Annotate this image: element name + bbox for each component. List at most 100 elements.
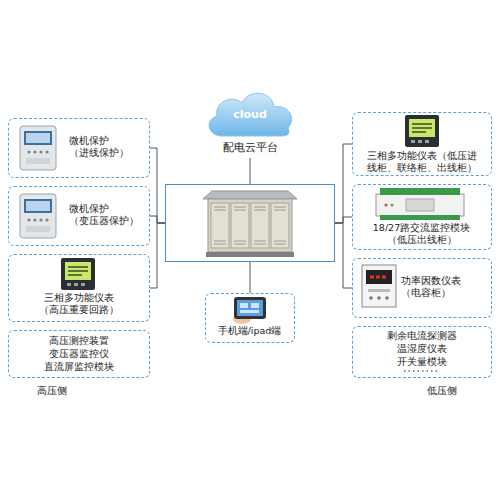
substation-kiosk-part <box>251 203 269 248</box>
substation-kiosk-part <box>211 203 229 248</box>
multifunction-meter-icon-part <box>412 124 432 132</box>
tablet-icon-part <box>234 297 266 319</box>
power-factor-meter-icon-part <box>369 296 373 300</box>
protection-relay-icon <box>20 126 56 170</box>
substation-kiosk-part <box>214 207 286 210</box>
multifunction-meter-icon-part <box>409 119 435 137</box>
multifunction-meter-icon-part <box>65 262 91 280</box>
device-list-box: 剩余电流探测器温湿度仪表开关量模块 <box>352 326 492 378</box>
tablet-icon-part <box>233 314 251 324</box>
node-text: 高压测控装置 <box>9 335 148 347</box>
protection-relay-icon-part <box>45 150 48 153</box>
connector-line <box>335 223 352 288</box>
connector-line <box>335 144 352 223</box>
monitoring-module-icon-part <box>391 204 394 207</box>
device-box: 微机保护（变压器保护） <box>8 186 150 246</box>
connector-line <box>150 148 165 223</box>
substation-kiosk-part <box>214 241 286 244</box>
node-text: 微机保护（变压器保护） <box>69 203 145 228</box>
node-subtext: 直流屏监控模块 <box>9 361 148 373</box>
tablet-icon-part <box>240 303 248 308</box>
multifunction-meter-icon-part <box>67 283 71 286</box>
protection-relay-icon-part <box>27 150 30 153</box>
protection-relay-icon-part <box>45 218 48 221</box>
tablet-icon-part <box>237 300 263 316</box>
power-factor-meter-icon-part <box>377 296 381 300</box>
power-factor-meter-icon-part <box>362 265 396 307</box>
protection-relay-icon-part <box>26 226 50 232</box>
node-text: 三相多功能仪表（低压进线柜、联络柜、出线柜） <box>366 150 478 175</box>
node-text: 手机端/ipad端 <box>206 325 293 337</box>
side-label: 高压侧 <box>20 384 84 398</box>
protection-relay-icon <box>20 194 56 238</box>
cloud-platform: cloud 配电云平台 <box>200 86 300 158</box>
node-subtext: 配电云平台 <box>200 141 300 155</box>
device-box: 18/27路交流监控模块（低压出线柜） <box>352 184 492 250</box>
continuation-dots <box>404 371 440 372</box>
multifunction-meter-icon <box>61 258 95 290</box>
monitoring-module-icon-part <box>376 194 464 216</box>
node-subtext: 开关量模块 <box>353 356 490 368</box>
protection-relay-icon-part <box>20 194 56 238</box>
protection-relay-icon-part <box>26 133 50 143</box>
multifunction-meter-icon-part <box>81 283 85 286</box>
multifunction-meter-icon-part <box>411 140 415 143</box>
protection-relay-icon-part <box>27 218 30 221</box>
device-box: 微机保护（进线保护） <box>8 118 150 178</box>
protection-relay-icon-part <box>24 131 52 145</box>
connector-line <box>250 158 251 184</box>
node-text: 功率因数仪表（电容柜） <box>401 275 487 300</box>
side-label: 低压侧 <box>410 384 474 398</box>
tablet-icon-part <box>240 310 259 313</box>
multifunction-meter-icon-part <box>61 258 95 290</box>
substation-kiosk-part <box>203 191 297 199</box>
power-factor-meter-icon-part <box>385 296 389 300</box>
protection-relay-icon-part <box>24 199 52 213</box>
substation-box <box>165 184 335 262</box>
monitoring-module-icon-part <box>380 215 460 220</box>
device-box: 三相多功能仪表（高压重要回路） <box>8 254 150 322</box>
node-text: 18/27路交流监控模块（低压出线柜） <box>356 222 487 247</box>
multifunction-meter-icon <box>405 115 439 147</box>
node-subtext: 变压器监控仪 <box>9 348 148 360</box>
multifunction-meter-icon-part <box>425 140 429 143</box>
multifunction-meter-icon-part <box>74 283 78 286</box>
protection-relay-icon-part <box>33 150 36 153</box>
mobile-terminal-box: 手机端/ipad端 <box>205 293 295 343</box>
protection-relay-icon-part <box>26 158 50 164</box>
monitoring-module-icon-part <box>406 199 434 211</box>
tablet-icon <box>233 297 266 324</box>
node-subtext: 温湿度仪表 <box>353 343 490 355</box>
substation-kiosk-part <box>208 199 292 252</box>
power-factor-meter-icon <box>362 265 396 307</box>
device-box: 功率因数仪表（电容柜） <box>352 258 492 318</box>
protection-relay-icon-part <box>26 201 50 211</box>
monitoring-module-icon-part <box>385 204 388 207</box>
device-box: 三相多功能仪表（低压进线柜、联络柜、出线柜） <box>352 112 492 176</box>
monitoring-module-icon <box>376 188 464 220</box>
connector-line <box>150 216 165 223</box>
power-factor-meter-icon-part <box>370 276 388 279</box>
substation-kiosk-part <box>206 252 294 257</box>
power-factor-meter-icon-part <box>368 289 390 292</box>
connector-line <box>150 223 165 288</box>
connector-line <box>250 262 251 293</box>
protection-relay-icon-part <box>39 150 42 153</box>
node-text: 剩余电流探测器 <box>353 330 490 342</box>
multifunction-meter-icon-part <box>418 140 422 143</box>
node-text: 微机保护（进线保护） <box>69 135 145 160</box>
protection-relay-icon-part <box>20 126 56 170</box>
power-factor-meter-icon-part <box>366 270 392 284</box>
monitoring-module-icon-part <box>380 188 460 195</box>
continuation-dots-part <box>404 370 440 372</box>
device-list-box: 高压测控装置变压器监控仪直流屏监控模块 <box>8 330 150 378</box>
node-text: cloud <box>200 108 300 122</box>
node-text: 三相多功能仪表（高压重要回路） <box>13 292 144 317</box>
multifunction-meter-icon-part <box>68 267 88 275</box>
tablet-icon-part <box>251 303 259 308</box>
substation-kiosk-part <box>231 203 249 248</box>
substation-kiosk <box>203 191 297 257</box>
